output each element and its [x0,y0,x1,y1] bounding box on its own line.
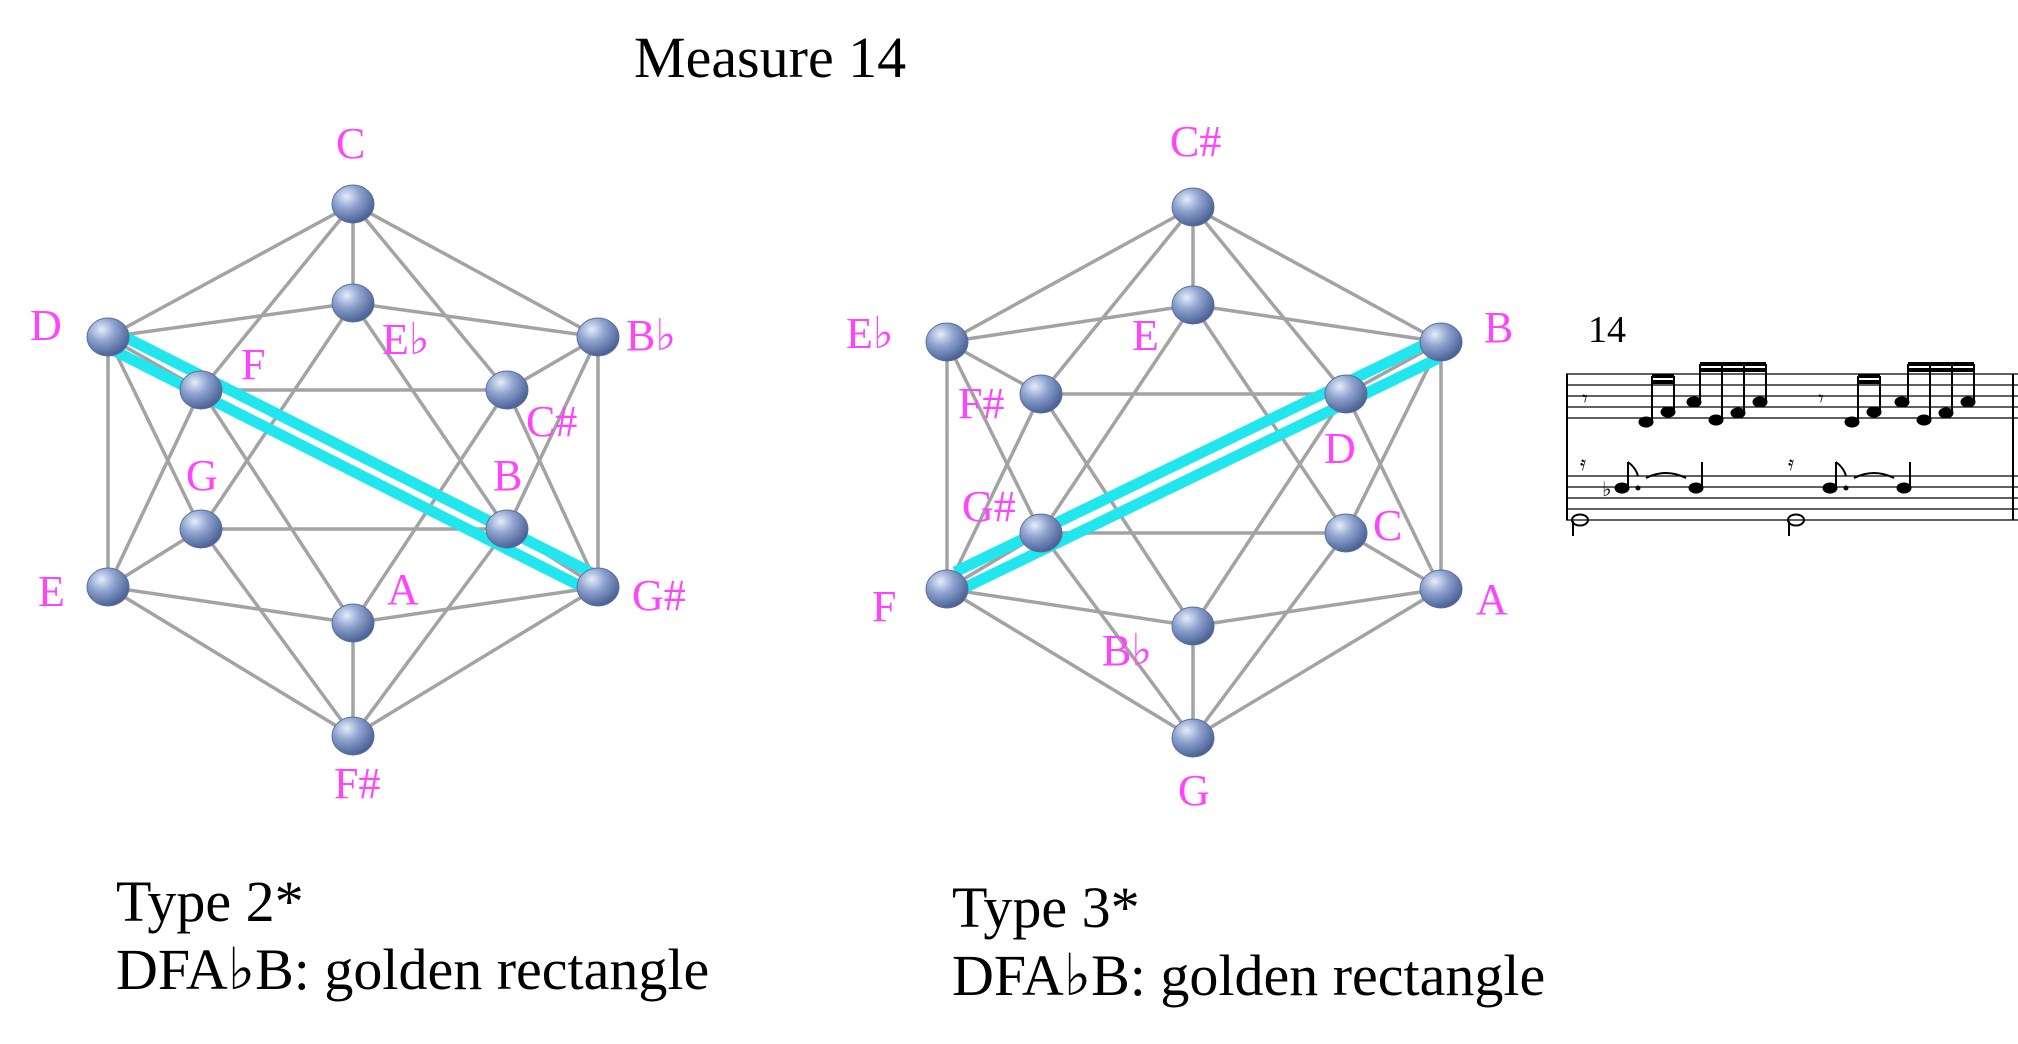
left-nodes [86,184,620,756]
label-A: A [1476,575,1508,624]
label-Gs: G# [632,571,686,620]
label-Eb: E♭ [382,315,430,364]
svg-text:𝄿: 𝄿 [1580,451,1586,475]
upper-voice-notes: 𝄾 𝄾 [1582,362,1976,428]
left-golden-rectangle [102,326,601,596]
label-Eb: E♭ [846,309,894,358]
label-Bb: B♭ [1102,626,1152,675]
left-caption-description: DFA♭B: golden rectangle [116,937,710,1002]
label-Cs: C# [1170,117,1221,166]
label-B: B [493,451,522,500]
right-golden-rectangle [952,335,1442,595]
label-F: F [241,340,265,389]
label-C: C [1373,501,1402,550]
label-D: D [1324,424,1356,473]
label-C: C [336,119,365,168]
label-Cs: C# [526,397,577,446]
label-Gs: G# [962,482,1016,531]
right-icosahedron: C# E E♭ B F# D G# C F A B♭ G [846,117,1513,815]
left-caption-type: Type 2* [116,869,304,934]
label-B: B [1484,303,1513,352]
label-E: E [1132,311,1159,360]
label-D: D [30,301,62,350]
lower-voice-notes: 𝄿 ♭ 𝄿 [1571,451,1912,536]
left-icosahedron: C E♭ D B♭ F C# G B E G# A F# [30,119,686,808]
page-title: Measure 14 [634,25,907,90]
svg-text:♭: ♭ [1602,477,1611,501]
label-A: A [387,565,419,614]
staff-lines [1566,373,2018,521]
left-node-labels: C E♭ D B♭ F C# G B E G# A F# [30,119,686,808]
svg-text:𝄾: 𝄾 [1582,387,1588,412]
label-F: F [872,582,896,631]
measure-number: 14 [1588,309,1626,351]
svg-text:𝄿: 𝄿 [1788,451,1794,475]
label-E: E [38,567,65,616]
label-Bb: B♭ [626,311,676,360]
right-nodes [925,187,1463,758]
right-caption-description: DFA♭B: golden rectangle [952,943,1546,1008]
right-node-labels: C# E E♭ B F# D G# C F A B♭ G [846,117,1513,815]
svg-text:𝄾: 𝄾 [1818,387,1824,412]
right-caption: Type 3* DFA♭B: golden rectangle [952,874,1545,1010]
left-caption: Type 2* DFA♭B: golden rectangle [116,868,709,1004]
label-Fs: F# [958,379,1004,428]
label-G: G [1178,766,1210,815]
right-caption-type: Type 3* [952,875,1140,940]
label-G: G [186,451,218,500]
label-Fs: F# [334,759,380,808]
score-excerpt: 14 𝄾 𝄾 [1566,309,2018,536]
